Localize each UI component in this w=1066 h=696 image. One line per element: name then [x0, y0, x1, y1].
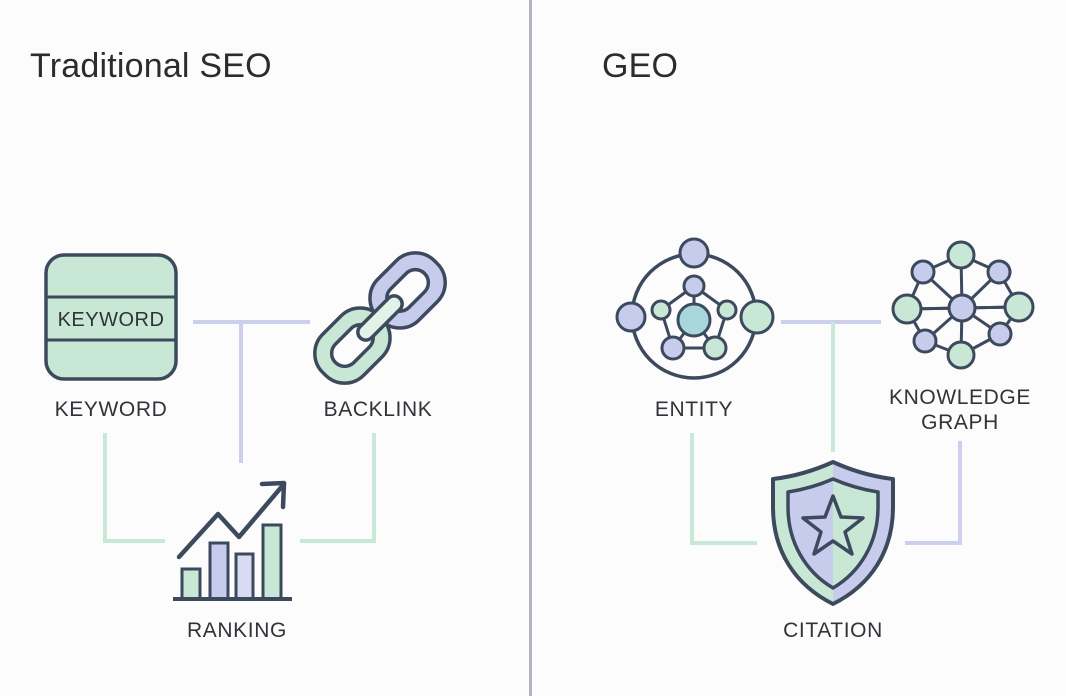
- trend-arrow-shaft: [176, 481, 287, 560]
- keyword-label: KEYWORD: [54, 398, 168, 421]
- knowledge-graph-label: KNOWLEDGE GRAPH: [860, 385, 1060, 435]
- knowledge-graph-icon: [891, 240, 1035, 370]
- geo-top-connector: [781, 320, 881, 452]
- backlink-label: BACKLINK: [323, 398, 433, 421]
- ranking-icon: [173, 480, 292, 601]
- panel-divider: [529, 0, 532, 696]
- citation-icon: [771, 460, 895, 606]
- trend-arrow-head: [259, 480, 287, 510]
- right-panel-title: GEO: [602, 47, 679, 85]
- entity-to-citation-connector: [690, 433, 757, 545]
- keyword-icon-text: KEYWORD: [58, 309, 165, 331]
- star-icon: [801, 494, 865, 556]
- keyword-to-ranking-connector: [103, 433, 165, 543]
- keyword-icon: KEYWORD: [44, 253, 178, 381]
- backlink-icon: [313, 251, 447, 385]
- knowledge-graph-label-line1: KNOWLEDGE: [889, 386, 1031, 409]
- ranking-label: RANKING: [187, 619, 287, 642]
- entity-icon: [615, 237, 775, 380]
- graph-to-citation-connector: [905, 441, 962, 545]
- knowledge-graph-label-line2: GRAPH: [921, 411, 999, 434]
- seo-top-connector: [193, 320, 310, 463]
- entity-label: ENTITY: [654, 398, 734, 421]
- citation-label: CITATION: [783, 619, 883, 642]
- backlink-to-ranking-connector: [300, 433, 376, 543]
- left-panel-title: Traditional SEO: [30, 47, 272, 85]
